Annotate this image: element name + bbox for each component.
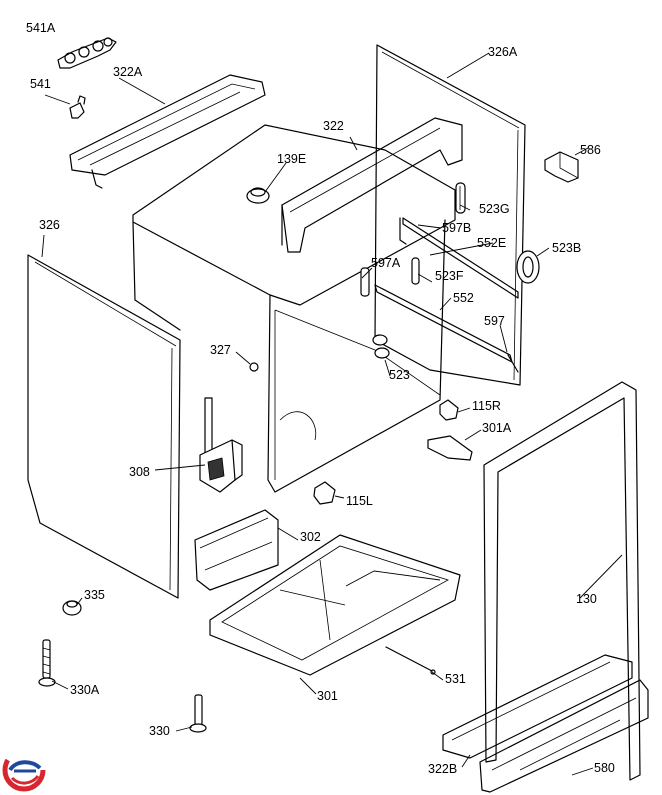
label-586: 586 [580,143,601,157]
part-labels: 541A 541 322A 326A 322 586 139E 523G 326… [26,21,615,776]
part-301a [427,435,473,461]
part-308-hinge [199,397,243,493]
label-523b: 523B [552,241,581,255]
label-523: 523 [389,368,410,382]
label-552: 552 [453,291,474,305]
label-322: 322 [323,119,344,133]
leader-lines [41,52,623,776]
label-301a: 301A [482,421,512,435]
part-523b [516,250,540,284]
part-130-seal [483,381,641,781]
label-330a: 330A [70,683,100,697]
part-322b-toe-rail [442,654,633,759]
part-330-screw [189,694,207,733]
label-327: 327 [210,343,231,357]
label-597b: 597B [442,221,471,235]
label-139e: 139E [277,152,306,166]
part-139e [246,187,270,204]
label-326: 326 [39,218,60,232]
label-130: 130 [576,592,597,606]
label-552e: 552E [477,236,506,250]
label-301: 301 [317,689,338,703]
part-597a [360,267,370,297]
label-580: 580 [594,761,615,775]
part-523g [455,182,466,214]
part-580-kick-plate [479,679,649,793]
label-326a: 326A [488,45,518,59]
label-597: 597 [484,314,505,328]
label-523f: 523F [435,269,464,283]
label-322a: 322A [113,65,143,79]
part-523f [411,257,420,285]
part-322-frame [281,117,463,253]
part-302-bracket [194,509,279,591]
part-115l [313,481,336,505]
part-541a-clips [57,37,117,69]
part-326a-side-panel [374,44,526,386]
part-301-base [209,534,461,676]
label-115l: 115L [346,494,373,508]
label-541: 541 [30,77,51,91]
part-552-rail [374,284,519,373]
part-531-rod [385,646,436,675]
part-523-pair [372,334,390,359]
brand-logo [2,748,46,792]
label-302: 302 [300,530,321,544]
part-335-foot [62,600,82,616]
label-115r: 115R [472,399,501,413]
part-tub-body [132,124,456,493]
label-308: 308 [129,465,150,479]
part-597b-rail [399,217,519,299]
label-541a: 541A [26,21,56,35]
label-523g: 523G [479,202,510,216]
part-327 [249,362,259,372]
part-330a-screw [38,639,56,687]
part-586-bracket [544,151,579,183]
part-541-clip [69,95,86,119]
part-115r [439,399,459,421]
label-597a: 597A [371,256,401,270]
label-322b: 322B [428,762,457,776]
part-322a-rail [69,74,266,189]
label-531: 531 [445,672,466,686]
label-330: 330 [149,724,170,738]
part-326-side-panel [27,254,181,599]
label-335: 335 [84,588,105,602]
